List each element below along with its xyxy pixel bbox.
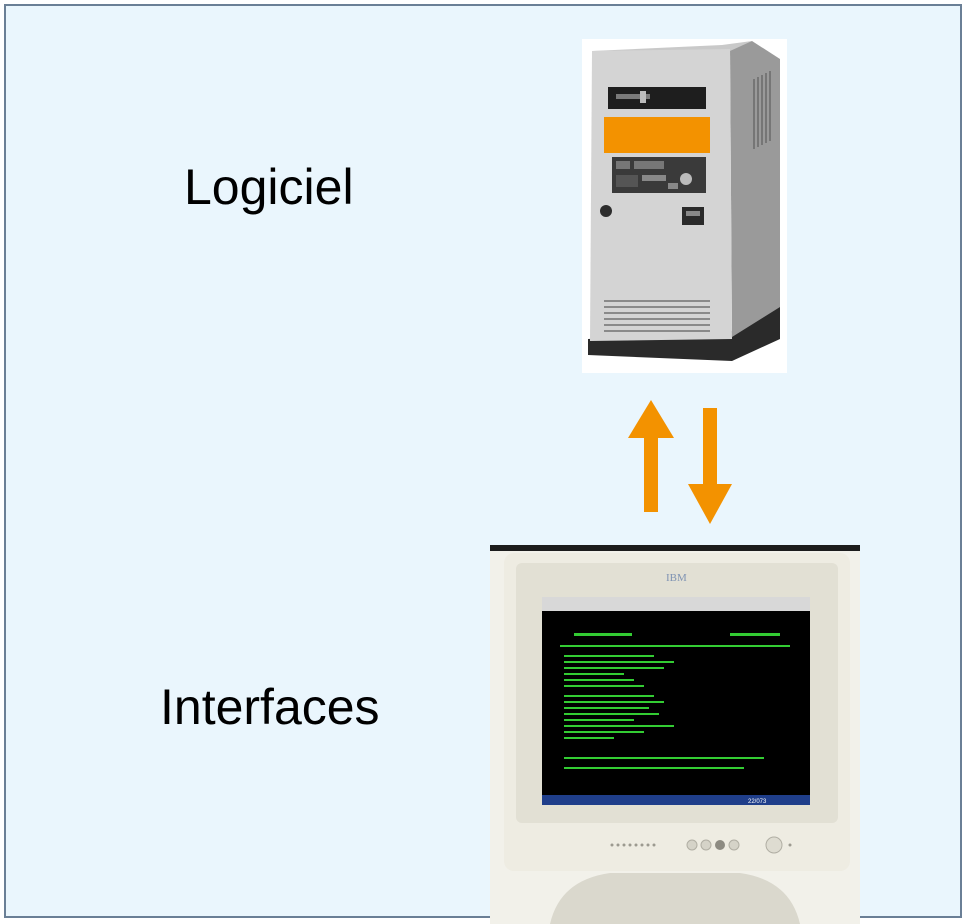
arrow-down-icon <box>688 408 732 524</box>
arrow-up-icon <box>628 400 674 512</box>
software-label: Logiciel <box>184 159 354 215</box>
bidirectional-arrows <box>628 400 732 524</box>
monitor-status-text: 22/073 <box>748 799 767 805</box>
interfaces-label: Interfaces <box>160 679 380 735</box>
crt-monitor-image: 22/073 IBM <box>490 545 860 924</box>
monitor-brand-logo: IBM <box>666 572 687 584</box>
server-tower-image <box>582 39 787 373</box>
